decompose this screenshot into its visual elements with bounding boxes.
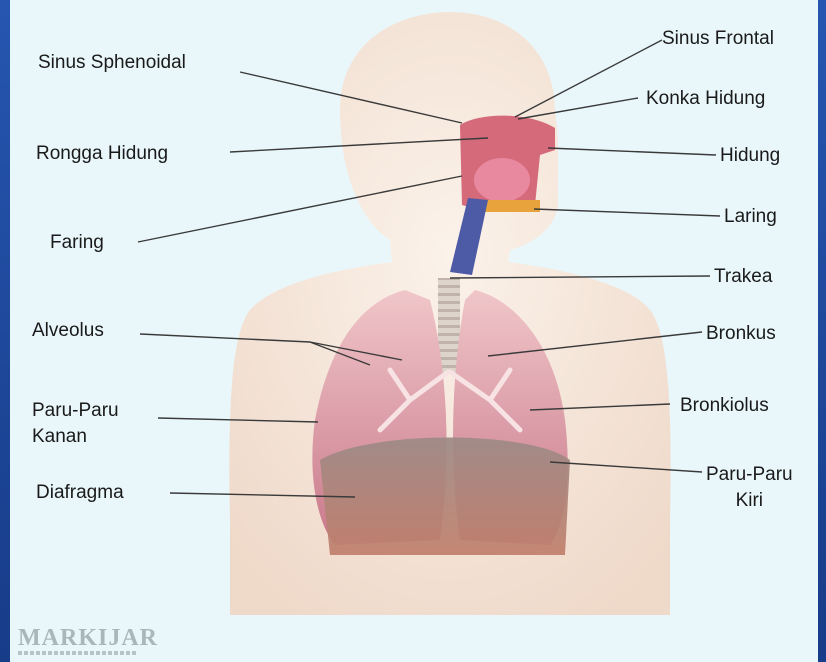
label-paru-kanan-line1: Paru-Paru — [32, 398, 119, 424]
label-paru-kiri-line2: Kiri — [706, 488, 793, 514]
pharynx-shape — [474, 158, 530, 202]
label-sinus-frontal: Sinus Frontal — [662, 28, 774, 50]
larynx-shape — [482, 200, 540, 212]
label-paru-kanan-line2: Kanan — [32, 424, 119, 450]
line-hidung — [548, 148, 716, 155]
label-alveolus: Alveolus — [32, 320, 104, 342]
label-bronkiolus: Bronkiolus — [680, 395, 769, 417]
diaphragm-shape — [320, 438, 570, 556]
label-paru-paru-kiri: Paru-Paru Kiri — [706, 462, 793, 514]
label-paru-paru-kanan: Paru-Paru Kanan — [32, 398, 119, 450]
label-laring: Laring — [724, 206, 777, 228]
diagram-panel: Sinus Sphenoidal Rongga Hidung Faring Al… — [10, 0, 818, 662]
label-bronkus: Bronkus — [706, 323, 776, 345]
label-rongga-hidung: Rongga Hidung — [36, 143, 168, 165]
watermark-underline — [18, 651, 138, 655]
label-sinus-sphenoidal: Sinus Sphenoidal — [38, 52, 186, 74]
label-faring: Faring — [50, 232, 104, 254]
label-trakea: Trakea — [714, 266, 772, 288]
label-diafragma: Diafragma — [36, 482, 124, 504]
label-paru-kiri-line1: Paru-Paru — [706, 462, 793, 488]
markijar-watermark: MARKIJAR — [18, 625, 158, 652]
label-hidung: Hidung — [720, 145, 780, 167]
label-konka-hidung: Konka Hidung — [646, 88, 765, 110]
line-laring — [534, 209, 720, 216]
trachea-shape — [438, 278, 460, 373]
